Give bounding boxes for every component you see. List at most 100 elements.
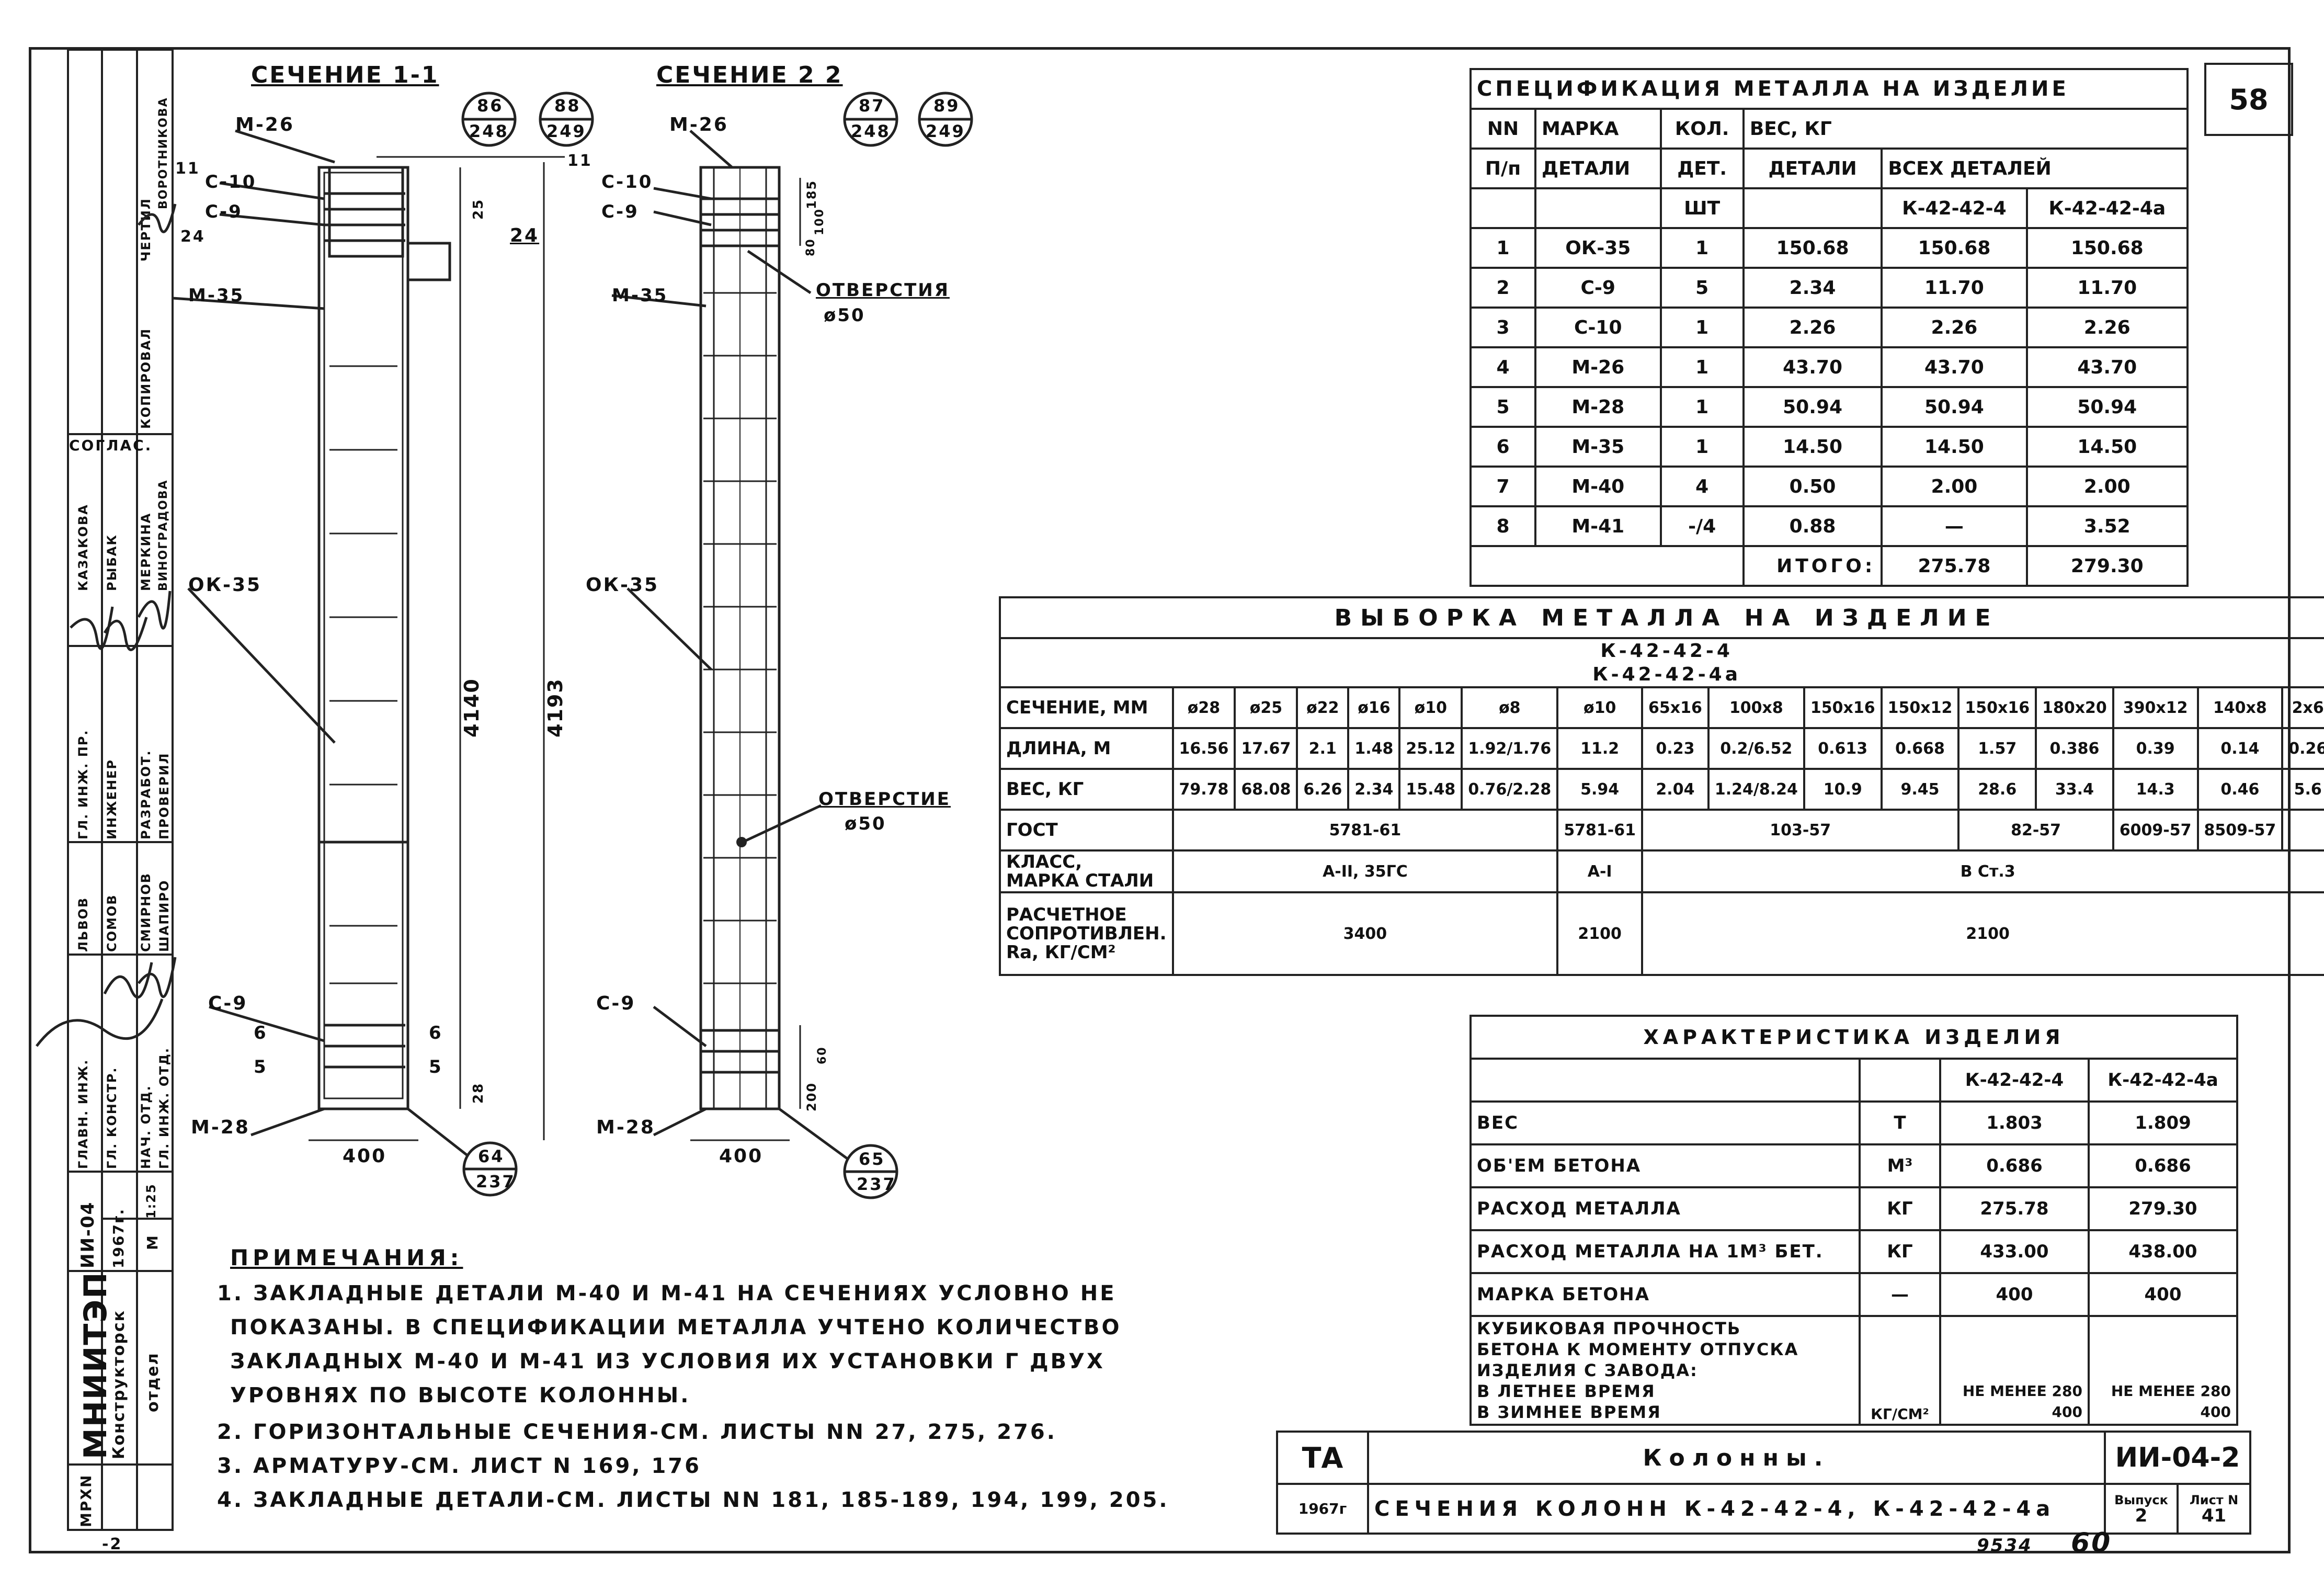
s2-dim-60: 60: [816, 1046, 829, 1064]
s1-mark-m35: М-35: [188, 285, 245, 306]
vyborka-len-cell: 0.613: [1803, 727, 1883, 770]
s1-dim-4193: 4193: [544, 678, 567, 737]
spec-table: СПЕЦИФИКАЦИЯ МЕТАЛЛА НА ИЗДЕЛИЕ NN МАРКА…: [1469, 68, 2189, 587]
s1-bubble-bottom-top: 64: [478, 1147, 505, 1166]
spec-h-weight: ВЕС, КГ: [1742, 108, 2189, 150]
vyborka-cols-cell: ø16: [1347, 686, 1401, 729]
spec-total-label: ИТОГО:: [1742, 545, 1883, 587]
spec-cell: 6: [1469, 426, 1536, 468]
s2-dim-200: 200: [804, 1082, 819, 1111]
s2-mark-c10: С-10: [601, 172, 653, 192]
spec-cell: -/4: [1659, 505, 1745, 547]
har-cube-k2-b: 400: [2200, 1403, 2231, 1421]
har-cell: 0.686: [1939, 1143, 2090, 1188]
vyborka-gost-c: 103-57: [1641, 809, 1960, 852]
vyborka-res-b: 2100: [1556, 891, 1644, 976]
spec-cell: 1: [1659, 307, 1745, 348]
spec-cell: 2.00: [1881, 466, 2028, 507]
vyborka-gost-f: 8509-57: [2196, 809, 2284, 852]
tb-ta: ТА: [1276, 1431, 1369, 1485]
vyborka-wt-cell: 33.4: [2035, 768, 2114, 811]
spec-cell: М-28: [1534, 386, 1662, 428]
vyborka-len-cell: 25.12: [1398, 727, 1463, 770]
har-k1: К-42-42-4: [1939, 1058, 2090, 1103]
vyborka-res-c: 2100: [1641, 891, 2324, 976]
vyborka-gost-e: 6009-57: [2112, 809, 2199, 852]
vyborka-h-section: СЕЧЕНИЕ, ММ: [999, 686, 1174, 729]
har-cell: Т: [1859, 1100, 1941, 1145]
vyborka-wt-cell: 10.9: [1803, 768, 1883, 811]
vyborka-cols-cell: 65х16: [1641, 686, 1710, 729]
vyborka-wt-cell: 2.34: [1347, 768, 1401, 811]
soglas-label: СОГЛАС.: [69, 437, 153, 454]
har-cell: РАСХОД МЕТАЛЛА: [1469, 1186, 1861, 1231]
s2-mark-m35: М-35: [612, 285, 668, 306]
vyborka-sub1: К-42-42-4: [998, 637, 2324, 663]
har-cube-k1-b: 400: [2052, 1403, 2082, 1421]
spec-cell: 1: [1659, 227, 1745, 269]
s2-hole-label-top: ОТВЕРСТИЯ: [816, 280, 950, 301]
vyborka-table: ВЫБОРКА МЕТАЛЛА НА ИЗДЕЛИЕ К-42-42-4 К-4…: [998, 596, 2324, 976]
spec-h-qty1: КОЛ.: [1659, 108, 1745, 150]
vyborka-wt-cell: 15.48: [1398, 768, 1463, 811]
vyborka-wt-cell: 0.46: [2196, 768, 2284, 811]
spec-cell: 2.00: [2025, 466, 2189, 507]
spec-cell: 1: [1659, 426, 1745, 468]
spec-title: СПЕЦИФИКАЦИЯ МЕТАЛЛА НА ИЗДЕЛИЕ: [1469, 68, 2189, 110]
spec-h-all: ВСЕХ ДЕТАЛЕЙ: [1881, 147, 2189, 189]
tb-list: 41: [2201, 1505, 2227, 1526]
spec-cell: М-35: [1534, 426, 1662, 468]
s1-bubble-1-top: 86: [477, 96, 504, 116]
spec-h-qty3: ШТ: [1659, 187, 1745, 229]
tb-list-label: Лист N: [2189, 1493, 2239, 1507]
vyborka-cols-cell: 180х20: [2035, 686, 2114, 729]
spec-cell: 50.94: [1742, 386, 1883, 428]
s1-sec-5-left: 5: [254, 1057, 268, 1077]
spec-cell: —: [1881, 505, 2028, 547]
vyborka-title: ВЫБОРКА МЕТАЛЛА НА ИЗДЕЛИЕ: [998, 596, 2324, 639]
vyborka-gost-a: 5781-61: [1171, 809, 1559, 852]
spec-cell: 7: [1469, 466, 1536, 507]
spec-cell: 1: [1659, 346, 1745, 388]
spec-cell: 11.70: [2025, 267, 2189, 309]
vyborka-cols-cell: ø10: [1556, 686, 1644, 729]
spec-cell: 2.26: [1742, 307, 1883, 348]
vyborka-cols-cell: 150х16: [1957, 686, 2037, 729]
vyborka-wt-cell: 1.24/8.24: [1707, 768, 1805, 811]
spec-h-pp: П/п: [1469, 147, 1536, 189]
spec-cell: 5: [1659, 267, 1745, 309]
spec-cell: 150.68: [2025, 227, 2189, 269]
vyborka-len-cell: 17.67: [1234, 727, 1298, 770]
s2-bubble-bottom-top: 65: [859, 1149, 885, 1169]
spec-cell: 1: [1659, 386, 1745, 428]
vyborka-res-a: 3400: [1171, 891, 1559, 976]
s2-bubble-2-top: 89: [933, 96, 960, 116]
tb-subtitle: СЕЧЕНИЯ КОЛОНН К-42-42-4, К-42-42-4а: [1367, 1483, 2106, 1535]
spec-cell: 43.70: [1742, 346, 1883, 388]
s1-dim-24-left: 24: [180, 228, 206, 246]
title-block: ТА Колонны. ИИ-04-2 1967г СЕЧЕНИЯ КОЛОНН…: [1276, 1431, 2251, 1535]
s1-mark-c9: С-9: [205, 201, 243, 222]
vyborka-len-cell: 0.23: [1641, 727, 1710, 770]
vyborka-class-c: В Ст.3: [1641, 849, 2324, 893]
vyborka-wt-cell: 0.76/2.28: [1461, 768, 1559, 811]
section-2-title: СЕЧЕНИЕ 2 2: [656, 62, 843, 88]
note-line-4: 2. ГОРИЗОНТАЛЬНЫЕ СЕЧЕНИЯ-СМ. ЛИСТЫ NN 2…: [217, 1420, 1057, 1444]
sheet-number: 58: [2204, 63, 2293, 136]
vyborka-cols-cell: ø25: [1234, 686, 1298, 729]
s2-dim-185: 185: [804, 179, 819, 209]
har-cell: ВЕС: [1469, 1100, 1861, 1145]
vyborka-cols-cell: ø8: [1461, 686, 1559, 729]
vyborka-wt-cell: 5.6: [2281, 768, 2324, 811]
vyborka-cols-cell: ø28: [1171, 686, 1236, 729]
har-k2: К-42-42-4а: [2088, 1058, 2238, 1103]
har-cell: 400: [2088, 1272, 2238, 1317]
spec-total-k2: 279.30: [2025, 545, 2189, 587]
s1-sec-6-left: 6: [254, 1023, 268, 1043]
s1-bubble-2-bottom: 249: [546, 121, 586, 141]
